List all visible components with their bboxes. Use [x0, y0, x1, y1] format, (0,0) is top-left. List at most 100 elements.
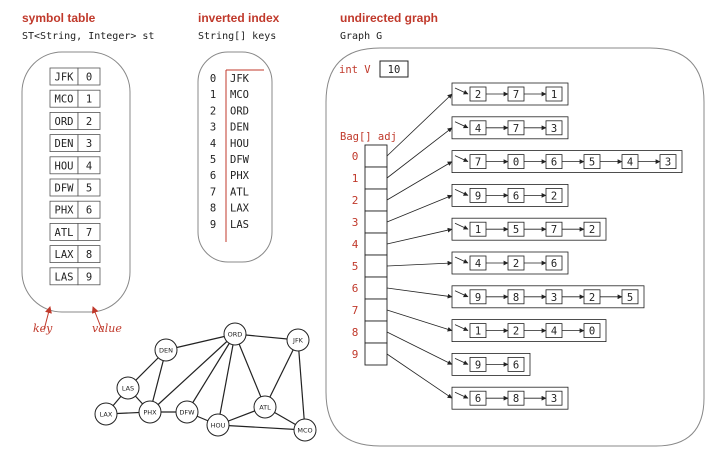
- network-edges: [105, 333, 306, 431]
- network-node: [293, 418, 317, 442]
- bag-node-value: 1: [475, 326, 481, 338]
- st-value: 2: [86, 116, 92, 128]
- head-link: [454, 87, 469, 95]
- network-node-label: HOU: [211, 421, 226, 429]
- vertex-index: 5: [352, 260, 359, 273]
- bag-node: [659, 154, 677, 170]
- network-node: [175, 400, 199, 424]
- adj-pointer: [386, 287, 453, 299]
- st-value-box: [77, 156, 101, 175]
- network-node: [286, 328, 310, 352]
- ii-index: 6: [210, 170, 216, 182]
- st-key: PHX: [55, 205, 75, 217]
- network-edge: [217, 424, 306, 431]
- bag-node-value: 8: [513, 292, 519, 304]
- adj-cell: [364, 298, 388, 322]
- v-value: 10: [388, 64, 401, 76]
- undirected-graph-code: Graph G: [340, 31, 383, 42]
- st-value: 9: [86, 271, 92, 283]
- st-value: 7: [86, 227, 92, 239]
- v-value-box: [379, 60, 409, 78]
- inverted-index-title: inverted index: [198, 11, 280, 25]
- vertex-index: 1: [352, 172, 359, 185]
- st-value: 1: [86, 94, 92, 106]
- st-key: DFW: [55, 183, 75, 195]
- st-key: LAX: [55, 249, 75, 261]
- adj-pointer: [386, 227, 453, 245]
- ii-index: 0: [210, 73, 216, 85]
- bag-node-value: 8: [513, 393, 519, 405]
- network-node-label: ATL: [259, 403, 271, 411]
- bag-node-value: 6: [513, 190, 519, 202]
- v-label: int V: [339, 64, 371, 76]
- bag-node-value: 0: [589, 326, 595, 338]
- st-key: ORD: [55, 116, 74, 128]
- bag-node: [545, 120, 563, 136]
- bag-node-value: 1: [551, 89, 557, 101]
- bag-node-value: 0: [513, 157, 519, 169]
- network-node-label: LAX: [100, 410, 113, 418]
- ii-index: 1: [210, 89, 216, 101]
- network-edge: [149, 333, 236, 413]
- adj-label: Bag[] adj: [340, 131, 397, 143]
- ii-key: LAS: [230, 219, 249, 231]
- st-value-box: [77, 222, 101, 241]
- st-key: HOU: [55, 160, 74, 172]
- st-value-box: [77, 178, 101, 197]
- bag-node-value: 9: [475, 359, 481, 371]
- symbol-table-title: symbol table: [22, 11, 96, 25]
- st-value-box: [77, 112, 101, 130]
- vertex-index: 4: [352, 238, 359, 251]
- bag-node-value: 6: [551, 157, 557, 169]
- bag-node-value: 3: [551, 123, 557, 135]
- bag-node-value: 3: [551, 292, 557, 304]
- network-node-label: PHX: [143, 408, 157, 416]
- ii-index: 2: [210, 105, 216, 117]
- ii-key: ATL: [230, 186, 249, 198]
- bag-node-value: 6: [551, 258, 557, 270]
- key-arrow: [43, 306, 52, 331]
- adj-cell: [364, 342, 388, 366]
- bag-node: [545, 187, 563, 203]
- vertex-index: 9: [352, 348, 359, 361]
- bag-node-value: 4: [475, 258, 481, 270]
- symbol-table-outline: [21, 51, 131, 313]
- st-value: 3: [86, 138, 92, 150]
- adj-cell: [364, 166, 388, 190]
- bag-node: [545, 86, 563, 102]
- vertex-index: 2: [352, 194, 359, 207]
- adj-cell: [364, 320, 388, 344]
- symbol-table-code: ST<String, Integer> st: [22, 31, 155, 42]
- adj-pointer: [386, 309, 453, 332]
- bag-node-value: 9: [475, 292, 481, 304]
- ii-index: 7: [210, 186, 216, 198]
- ii-key: ORD: [230, 105, 249, 117]
- st-key: MCO: [55, 94, 74, 106]
- bag-node-value: 6: [513, 359, 519, 371]
- network-edge: [217, 333, 236, 426]
- adj-pointer: [386, 194, 453, 223]
- head-link: [454, 324, 469, 331]
- network-node-label: JFK: [292, 336, 304, 344]
- st-key: ATL: [55, 227, 74, 239]
- ii-key: LAX: [230, 203, 250, 215]
- network-node-label: DFW: [179, 408, 195, 416]
- bag-node-value: 4: [551, 326, 557, 338]
- network-node-label: DEN: [159, 346, 173, 354]
- adj-pointer: [386, 331, 453, 365]
- bag-node-value: 7: [513, 89, 519, 101]
- bag-node: [507, 356, 525, 372]
- network-node: [154, 338, 178, 362]
- st-value-box: [77, 89, 101, 108]
- network-node-label: ORD: [228, 330, 243, 338]
- adj-pointer: [386, 127, 453, 179]
- bag-node-value: 2: [513, 258, 519, 270]
- vertex-index: 8: [352, 326, 359, 339]
- head-link: [454, 189, 469, 196]
- network-node-label: LAS: [122, 384, 134, 392]
- network-node: [206, 413, 230, 437]
